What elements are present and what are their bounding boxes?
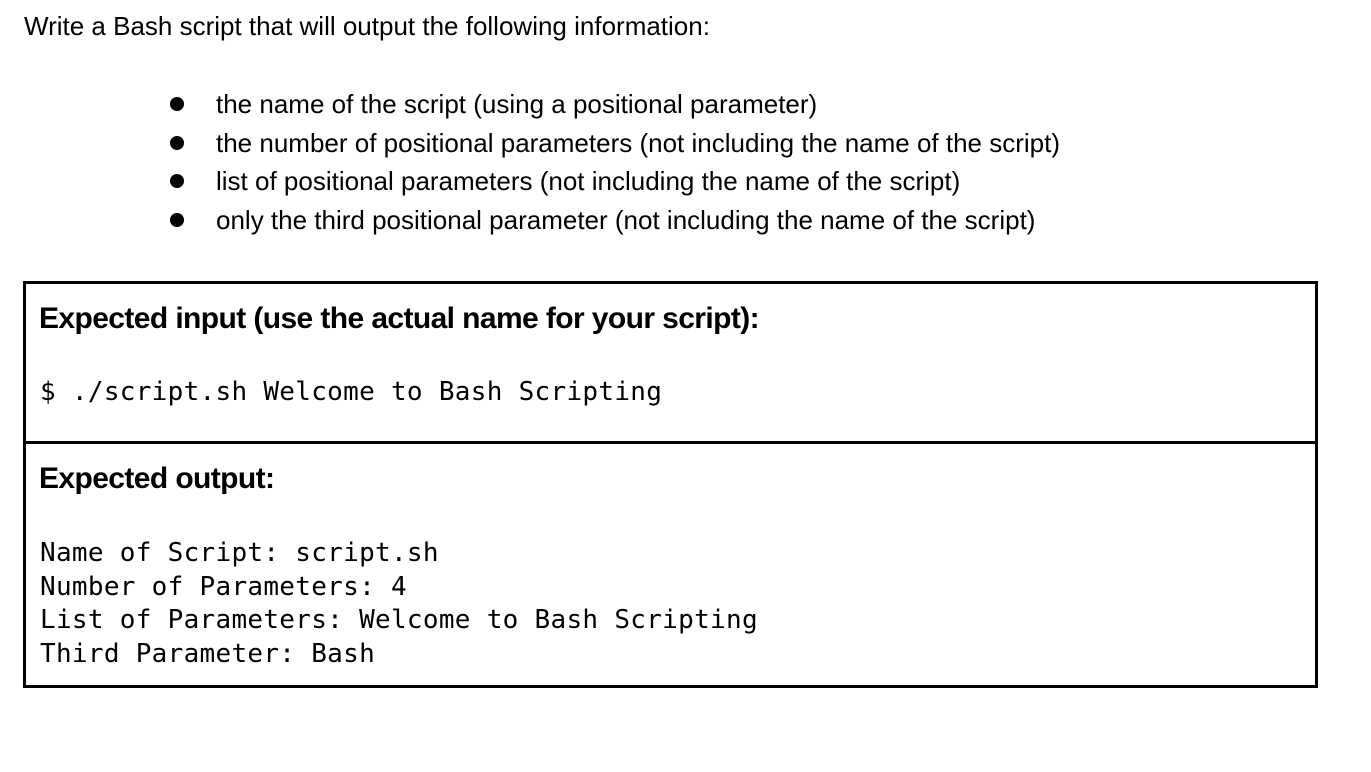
bullet-icon <box>170 174 184 188</box>
expected-input-code: $ ./script.sh Welcome to Bash Scripting <box>40 376 662 410</box>
expected-output-cell: Expected output: Name of Script: script.… <box>26 444 1315 685</box>
expected-output-heading: Expected output: <box>39 462 275 495</box>
output-line: Number of Parameters: 4 <box>40 571 407 602</box>
expected-input-cell: Expected input (use the actual name for … <box>26 284 1315 444</box>
bullet-icon <box>170 212 184 227</box>
output-line: Third Parameter: Bash <box>40 638 376 669</box>
command-line: $ ./script.sh Welcome to Bash Scripting <box>40 377 663 407</box>
output-line: List of Parameters: Welcome to Bash Scri… <box>40 605 758 636</box>
requirement-text: list of positional parameters (not inclu… <box>216 166 961 196</box>
expected-output-code: Name of Script: script.sh Number of Para… <box>40 537 758 671</box>
expected-input-heading: Expected input (use the actual name for … <box>39 302 760 335</box>
intro-text: Write a Bash script that will output the… <box>24 11 710 41</box>
bullet-icon <box>170 135 184 150</box>
requirement-text: only the third positional parameter (not… <box>216 204 1036 235</box>
requirement-text: the name of the script (using a position… <box>216 89 818 119</box>
requirement-text: the number of positional parameters (not… <box>216 127 1061 158</box>
expected-io-table: Expected input (use the actual name for … <box>23 281 1318 688</box>
bullet-icon <box>170 97 184 111</box>
output-line: Name of Script: script.sh <box>40 538 439 568</box>
